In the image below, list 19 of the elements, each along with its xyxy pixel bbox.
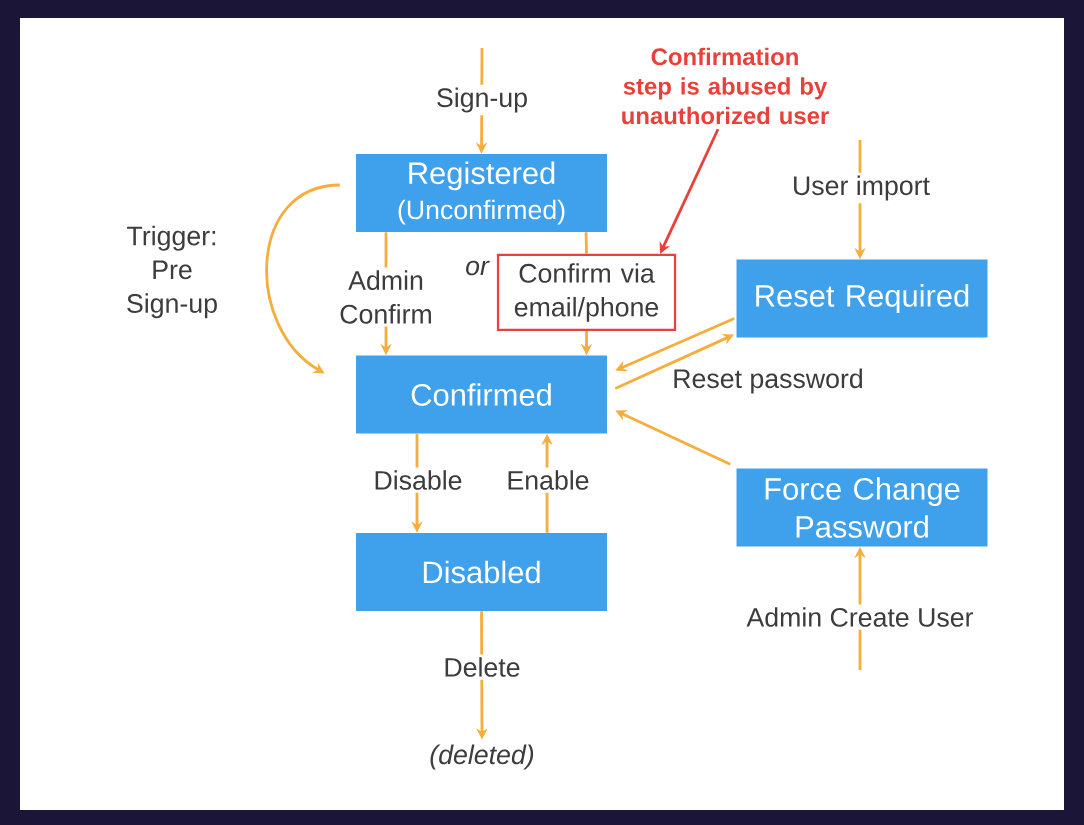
highlighted-box: Confirm via email/phone — [496, 253, 677, 332]
note-text: or — [466, 260, 490, 276]
callout-text: Confirmation step is abused by unauthorized user — [622, 47, 829, 125]
edge-label: Sign-up — [433, 84, 531, 116]
state-box: Registered (Unconfirmed) — [356, 154, 607, 232]
state-box: Reset Required — [736, 259, 988, 338]
edge-label: Disable — [370, 467, 466, 493]
edge-label: Delete — [440, 654, 524, 680]
edge-label: User import — [789, 172, 933, 204]
edge-label: Trigger: Pre Sign-up — [112, 223, 232, 321]
edge-label: Admin Confirm — [329, 267, 443, 327]
edge-label: Enable — [503, 467, 593, 493]
state-box: Force Change Password — [736, 468, 988, 547]
edge-label: Reset password — [669, 365, 867, 397]
edge-label: Admin Create User — [743, 604, 977, 630]
state-text: (deleted) — [430, 744, 534, 770]
state-box: Disabled — [356, 533, 607, 611]
arrow — [265, 183, 340, 374]
state-box: Confirmed — [356, 355, 607, 434]
